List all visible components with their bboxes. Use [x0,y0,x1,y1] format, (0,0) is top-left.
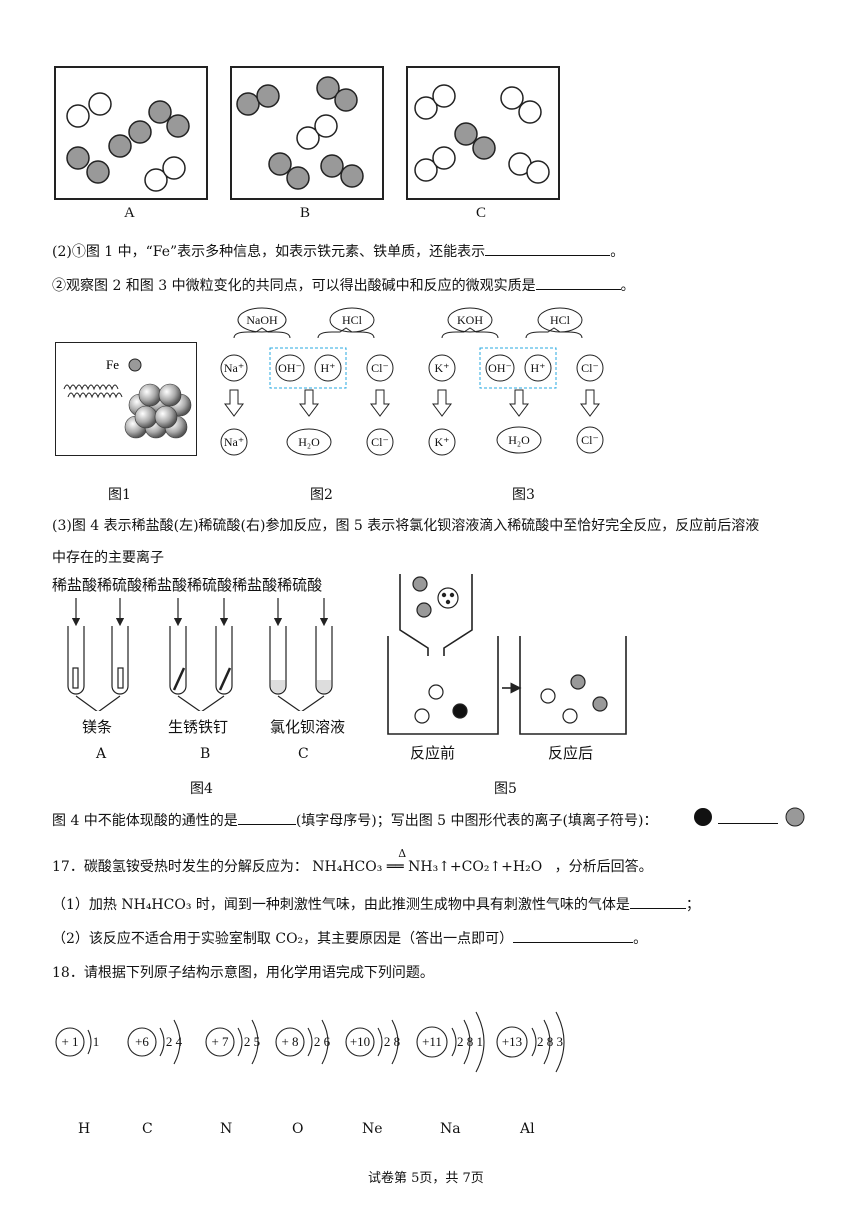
figure-5-caption: 图5 [494,781,517,797]
atom-symbol-al: Al [520,1121,535,1137]
fig3-ion-top-0: K⁺ [435,361,450,375]
question-16-2-line2: ②观察图 2 和图 3 中微粒变化的共同点，可以得出酸碱中和反应的微观实质是。 [52,277,635,294]
fig4-letter-c: C [298,746,309,762]
delta-sign: Δ [398,847,407,860]
question-17-sub2: （2）该反应不适合用于实验室制取 CO₂，其主要原因是（答出一点即可）。 [52,930,648,947]
atom-n-shells: 2 5 [244,1034,260,1049]
fig4-letter-a: A [96,746,107,762]
fig3-ion-bottom-1: H₂O [508,433,530,447]
figure-1-caption: 图1 [108,487,131,503]
atom-ne-nucleus: +10 [350,1034,370,1049]
fig3-ion-bottom-0: K⁺ [435,435,450,449]
figure-4-test-tubes [67,598,333,711]
molecule-box-b [230,66,384,200]
figure-5-beakers [387,574,627,735]
question-16-3-line2: 中存在的主要离子 [52,550,164,566]
fig5-after-label: 反应后 [548,744,594,762]
black-ion-icon [694,808,712,826]
atom-h-nucleus: + 1 [61,1034,78,1049]
atom-symbol-c: C [142,1121,153,1137]
molecule-diagram-a [66,92,190,192]
fig2-ion-bottom-2: Cl⁻ [371,435,389,449]
fe-label: Fe [106,357,119,372]
answer-blank-fig4[interactable] [237,812,296,825]
fig4-material-1: 生锈铁钉 [168,718,229,736]
molecule-box-a [54,66,208,200]
atom-o-shells: 2 6 [314,1034,331,1049]
atom-na-shells: 2 8 1 [457,1034,483,1049]
box-label-b: B [300,205,311,221]
figure-4-caption: 图4 [190,781,213,797]
question-16-3-line1: (3)图 4 表示稀盐酸(左)稀硫酸(右)参加反应，图 5 表示将氯化钡溶液滴入… [52,518,760,534]
fig2-ion-top-2: H⁺ [321,361,336,375]
fig4-material-0: 镁条 [82,718,113,736]
iron-illustration: Fe [63,357,192,439]
fig2-base: NaOH [246,313,278,327]
gray-ion-icon [785,807,805,827]
answer-blank-neutralization[interactable] [535,277,621,290]
question-16-3-answer-line: 图 4 中不能体现酸的通性的是(填字母序号)；写出图 5 中图形代表的离子(填离… [52,812,658,829]
fig3-ion-top-2: H⁺ [531,361,546,375]
fig3-base: KOH [457,313,483,327]
molecule-diagram-b [236,76,364,190]
molecule-box-c [406,66,560,200]
atom-c-nucleus: +6 [135,1034,149,1049]
atom-symbol-n: N [220,1121,233,1137]
figure-3-caption: 图3 [512,487,535,503]
fig2-ion-bottom-0: Na⁺ [224,435,244,449]
fig2-acid: HCl [342,313,363,327]
fig2-ion-top-3: Cl⁻ [371,361,389,375]
fig2-ion-top-1: OH⁻ [278,361,302,375]
atom-al-nucleus: +13 [502,1034,522,1049]
atom-symbol-o: O [292,1121,304,1137]
molecule-diagram-c [414,84,550,184]
answer-blank-black-ion[interactable] [718,811,778,824]
question-17-sub1: （1）加热 NH₄HCO₃ 时，闻到一种刺激性气味，由此推测生成物中具有刺激性气… [52,896,700,913]
answer-blank-fe-meaning[interactable] [485,243,611,256]
figures-2-3: NaOH HCl Na⁺ OH⁻ H⁺ Cl⁻ Na⁺ H₂O Cl⁻ KOH … [220,307,604,456]
atom-ne-shells: 2 8 [384,1034,400,1049]
decomposition-equation: NH₄HCO₃ ══ NH₃↑+CO₂↑+H₂O [312,859,543,875]
page-footer: 试卷第 5页，共 7页 [368,1171,484,1186]
atom-n-nucleus: + 7 [211,1034,229,1049]
box-label-a: A [124,205,135,221]
figure-1: Fe [55,342,197,456]
atom-o-nucleus: + 8 [281,1034,298,1049]
fig2-ion-bottom-1: H₂O [298,435,320,449]
question-17-stem: 17．碳酸氢铵受热时发生的分解反应为： Δ NH₄HCO₃ ══ NH₃↑+CO… [52,847,653,875]
fig2-ion-top-0: Na⁺ [224,361,244,375]
atomic-structure-diagrams: + 1 1 +6 2 4 + 7 2 5 + 8 2 6 +10 2 8 +11… [55,1011,565,1073]
atom-symbol-na: Na [440,1121,461,1137]
figure-2-caption: 图2 [310,487,333,503]
question-16-2-line1: (2)①图 1 中，“Fe”表示多种信息，如表示铁元素、铁单质，还能表示。 [52,243,625,260]
question-18-stem: 18．请根据下列原子结构示意图，用化学用语完成下列问题。 [52,965,434,981]
atom-symbol-h: H [78,1121,91,1137]
atom-al-shells: 2 8 3 [537,1034,563,1049]
fig3-ion-top-3: Cl⁻ [581,361,599,375]
atom-c-shells: 2 4 [166,1034,183,1049]
atom-symbol-ne: Ne [362,1121,383,1137]
atom-na-nucleus: +11 [422,1034,442,1049]
fig3-ion-top-1: OH⁻ [488,361,512,375]
fig5-before-label: 反应前 [410,744,456,762]
answer-blank-17-1[interactable] [629,896,686,909]
box-label-c: C [476,205,487,221]
figure-4-acid-labels: 稀盐酸稀硫酸稀盐酸稀硫酸稀盐酸稀硫酸 [52,576,323,594]
fig4-material-2: 氯化钡溶液 [270,718,346,736]
fig4-letter-b: B [200,746,211,762]
fig3-ion-bottom-2: Cl⁻ [581,433,599,447]
atom-h-shells: 1 [93,1034,100,1049]
answer-blank-17-2[interactable] [513,930,634,943]
fig3-acid: HCl [550,313,571,327]
